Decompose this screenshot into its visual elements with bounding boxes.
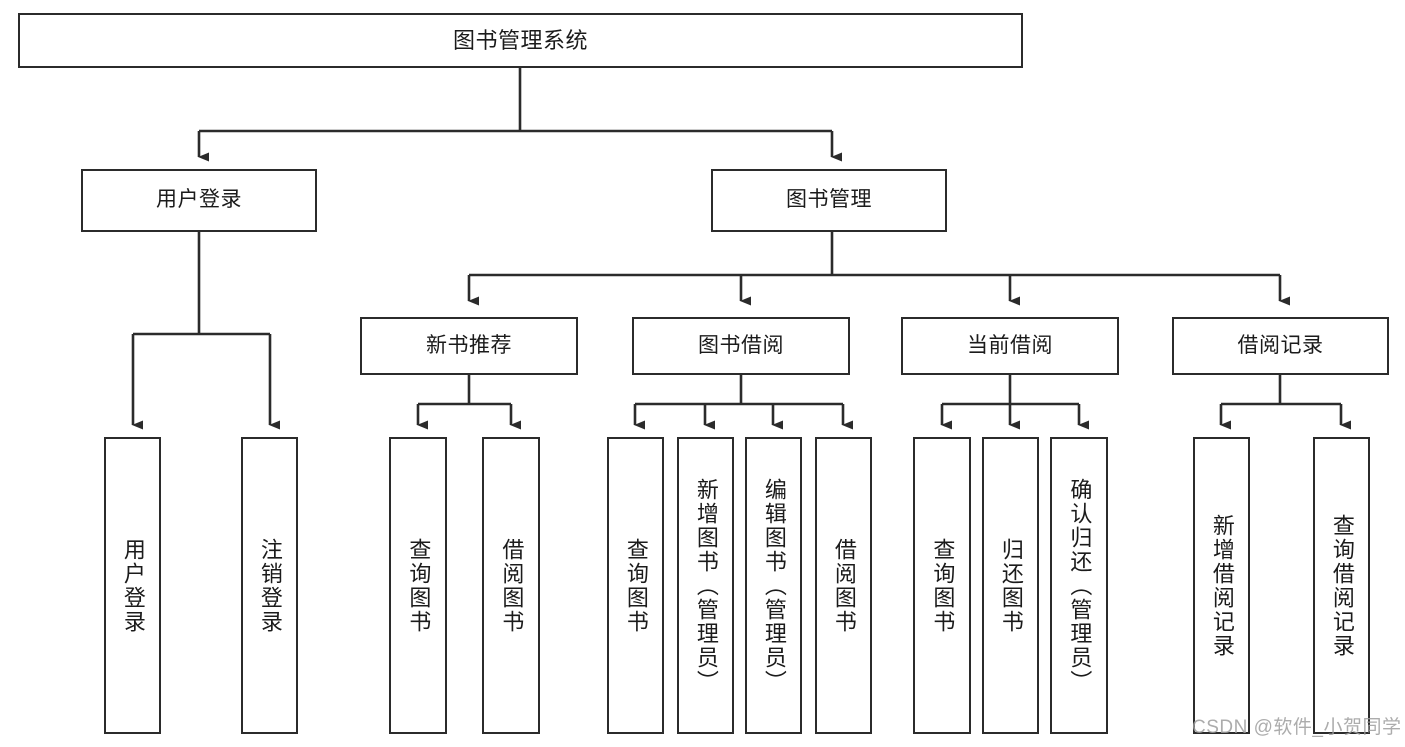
leaf-borrow-book-recommend-label: 借阅图书 bbox=[499, 537, 525, 634]
leaf-query-borrow-record[interactable]: 查询借阅记录 bbox=[1313, 437, 1370, 734]
leaf-return-book[interactable]: 归还图书 bbox=[982, 437, 1039, 734]
leaf-logout-label: 注销登录 bbox=[257, 537, 283, 634]
leaf-query-book-borrow[interactable]: 查询图书 bbox=[607, 437, 664, 734]
leaf-borrow-book-label: 借阅图书 bbox=[831, 537, 857, 634]
leaf-edit-book-admin[interactable]: 编辑图书（管理员） bbox=[745, 437, 802, 734]
leaf-logout[interactable]: 注销登录 bbox=[241, 437, 298, 734]
watermark: CSDN @软件_小贺同学 bbox=[1192, 712, 1401, 739]
leaf-confirm-return-admin[interactable]: 确认归还（管理员） bbox=[1050, 437, 1108, 734]
leaf-borrow-book-recommend[interactable]: 借阅图书 bbox=[482, 437, 540, 734]
node-book-management-label: 图书管理 bbox=[786, 188, 872, 212]
leaf-confirm-return-admin-label: 确认归还（管理员） bbox=[1067, 477, 1093, 694]
leaf-add-book-admin[interactable]: 新增图书（管理员） bbox=[677, 437, 734, 734]
node-book-borrow[interactable]: 图书借阅 bbox=[632, 317, 850, 375]
leaf-add-borrow-record[interactable]: 新增借阅记录 bbox=[1193, 437, 1250, 734]
node-new-book-recommend[interactable]: 新书推荐 bbox=[360, 317, 578, 375]
node-book-management[interactable]: 图书管理 bbox=[711, 169, 947, 232]
leaf-query-borrow-record-label: 查询借阅记录 bbox=[1329, 513, 1355, 658]
leaf-borrow-book[interactable]: 借阅图书 bbox=[815, 437, 872, 734]
leaf-add-book-admin-label: 新增图书（管理员） bbox=[693, 477, 719, 694]
watermark-text: CSDN @软件_小贺同学 bbox=[1192, 717, 1402, 738]
node-borrow-records-label: 借阅记录 bbox=[1237, 333, 1324, 357]
node-current-borrow-label: 当前借阅 bbox=[967, 333, 1053, 357]
node-root[interactable]: 图书管理系统 bbox=[18, 13, 1023, 68]
leaf-return-book-label: 归还图书 bbox=[998, 537, 1024, 634]
node-root-label: 图书管理系统 bbox=[452, 27, 588, 53]
leaf-add-borrow-record-label: 新增借阅记录 bbox=[1209, 513, 1235, 658]
leaf-query-book-recommend[interactable]: 查询图书 bbox=[389, 437, 447, 734]
node-user-login-label: 用户登录 bbox=[156, 188, 242, 212]
leaf-query-book-borrow-label: 查询图书 bbox=[623, 537, 649, 634]
leaf-query-book-recommend-label: 查询图书 bbox=[406, 537, 432, 634]
node-user-login[interactable]: 用户登录 bbox=[81, 169, 317, 232]
leaf-user-login[interactable]: 用户登录 bbox=[104, 437, 161, 734]
node-book-borrow-label: 图书借阅 bbox=[698, 333, 784, 357]
node-current-borrow[interactable]: 当前借阅 bbox=[901, 317, 1119, 375]
node-new-book-recommend-label: 新书推荐 bbox=[426, 333, 512, 357]
node-borrow-records[interactable]: 借阅记录 bbox=[1172, 317, 1389, 375]
leaf-user-login-label: 用户登录 bbox=[120, 537, 146, 634]
leaf-edit-book-admin-label: 编辑图书（管理员） bbox=[761, 477, 787, 694]
leaf-query-book-current-label: 查询图书 bbox=[930, 537, 956, 634]
leaf-query-book-current[interactable]: 查询图书 bbox=[913, 437, 971, 734]
